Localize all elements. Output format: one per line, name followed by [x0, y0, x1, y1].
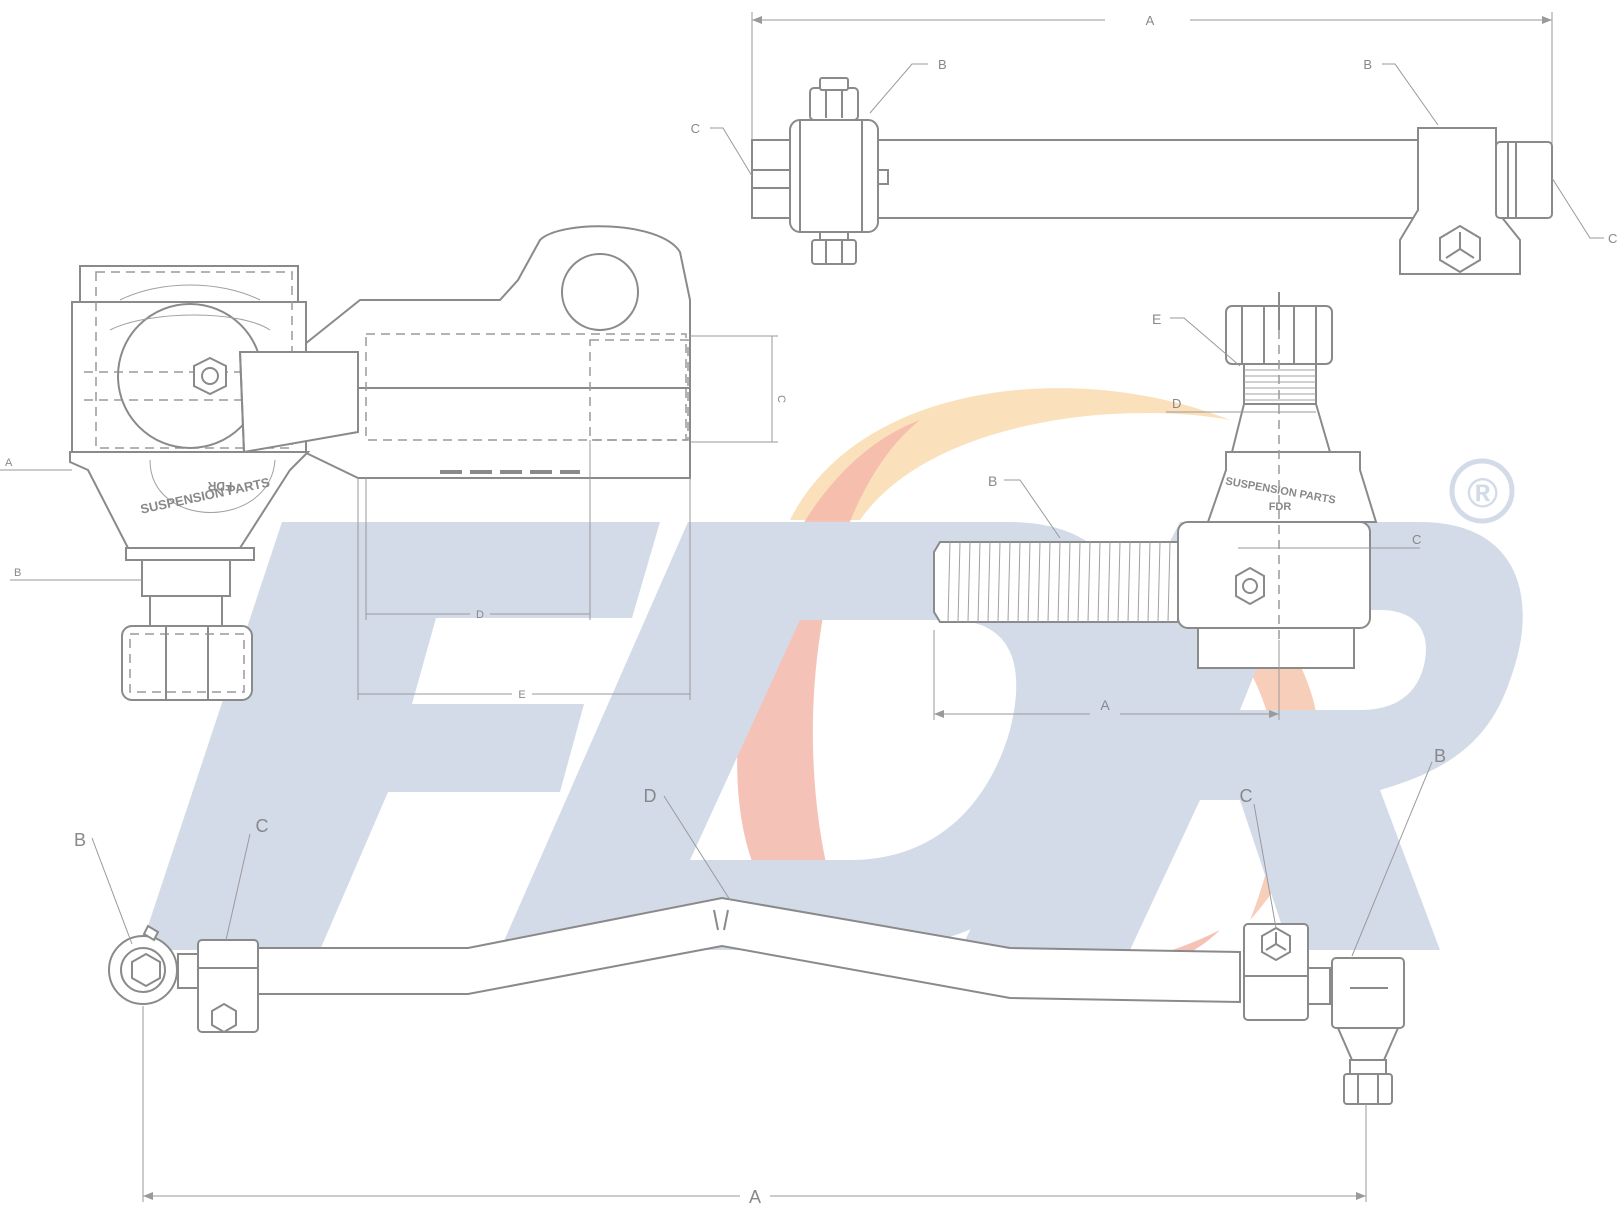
letter-f — [140, 522, 660, 950]
callout-c-left-clamp: C — [256, 816, 269, 836]
top-right-assembly-drawing: A B B C C — [691, 12, 1617, 275]
tie-rod-end-drawing: SUSPENSION PARTS FDR D C A B E — [933, 292, 1421, 720]
callout-b-left-eye: B — [74, 830, 86, 850]
dim-label-b-left: B — [14, 567, 21, 579]
dim-label-a-bottom: A — [749, 1187, 761, 1207]
callout-b-left: B — [938, 57, 947, 72]
dim-label-d-left: D — [476, 609, 484, 621]
callout-d-bend: D — [644, 786, 657, 806]
dim-label-a-right: A — [1100, 697, 1110, 713]
letter-r — [960, 522, 1523, 950]
dim-label-d-right: D — [1172, 396, 1181, 411]
registered-circle — [1449, 458, 1515, 524]
dim-label-c-right: C — [1412, 532, 1421, 547]
swoosh-orange — [790, 388, 1230, 520]
callout-c-right: C — [1608, 231, 1617, 246]
drag-link-drawing: A B C D C B — [74, 746, 1446, 1207]
stamp-fdr-right: FDR — [1269, 501, 1292, 513]
dim-label-e-left: E — [518, 689, 525, 701]
stamp-fdr-left: FDR — [207, 479, 232, 493]
callout-c-right-clamp: C — [1240, 786, 1253, 806]
left-arm-drawing: SUSPENSION PARTS FDR A B C D E — [0, 225, 787, 701]
dim-label-a: A — [1146, 13, 1155, 28]
registered-mark: ® — [1467, 469, 1498, 516]
dim-label-c-left: C — [775, 395, 787, 403]
callout-b-tie-rod: B — [988, 473, 997, 489]
callout-c-left: C — [691, 121, 700, 136]
callout-b-right: B — [1363, 57, 1372, 72]
letter-d — [500, 522, 1137, 950]
callout-b-right-joint: B — [1434, 746, 1446, 766]
brand-watermark: ® — [140, 388, 1523, 992]
callout-e-tie-rod: E — [1152, 311, 1161, 327]
dim-label-a-left: A — [5, 457, 13, 469]
